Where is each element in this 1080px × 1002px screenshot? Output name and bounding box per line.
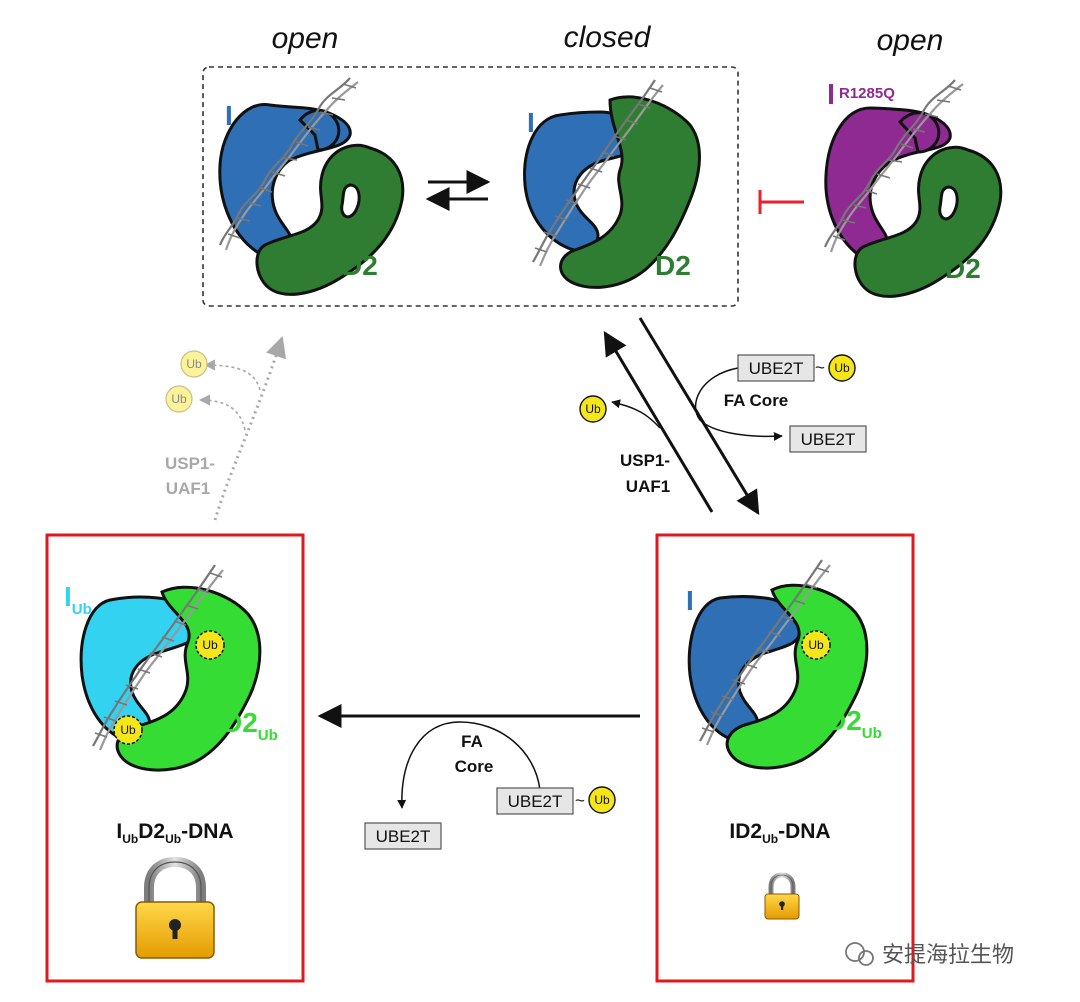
ub-faded-2 bbox=[165, 385, 193, 413]
arrow-ubiquitination bbox=[638, 317, 760, 516]
label-ficl-closed: I bbox=[527, 107, 535, 138]
fa-label: FA bbox=[461, 732, 483, 751]
svg-text:Ub: Ub bbox=[585, 402, 601, 416]
iub-d2ub-box bbox=[45, 533, 305, 983]
label-fancd2-ub-right: D2Ub bbox=[826, 705, 882, 742]
uaf1-label-faded: UAF1 bbox=[166, 479, 210, 498]
svg-text:~: ~ bbox=[575, 791, 585, 810]
arrow-deubiquitination bbox=[603, 330, 714, 513]
state-label-open-right: open bbox=[877, 24, 944, 57]
mutation-label: R1285Q bbox=[839, 85, 895, 102]
ube2t-ub-box-bottom bbox=[496, 787, 574, 815]
ube2t-box-released bbox=[789, 425, 867, 453]
fa-core-label: FA Core bbox=[724, 391, 789, 410]
svg-text:UBE2T: UBE2T bbox=[376, 827, 431, 846]
watermark-text: 安提海拉生物 bbox=[882, 943, 1014, 968]
label-ficl-ub: IUb bbox=[64, 581, 92, 618]
inhibition-symbol bbox=[758, 190, 804, 214]
ub-on-d2-right bbox=[801, 630, 831, 660]
id2ub-dna-label: ID2Ub-DNA bbox=[729, 820, 830, 846]
ub-charged-bottom bbox=[588, 786, 616, 814]
mutant-open-complex: R1285Q D2 bbox=[823, 79, 1003, 298]
dna-helix-id2ub bbox=[699, 559, 831, 746]
dna-helix-closed bbox=[532, 79, 664, 267]
svg-text:Ub: Ub bbox=[834, 361, 850, 375]
large-lock-icon bbox=[135, 856, 215, 959]
svg-text:Ub: Ub bbox=[186, 357, 202, 371]
ub-released bbox=[579, 395, 607, 423]
usp1-label: USP1- bbox=[620, 451, 670, 470]
iub-d2ub-dna-label: IUbD2Ub-DNA bbox=[116, 820, 233, 846]
svg-text:Ub: Ub bbox=[120, 723, 136, 737]
core-label: Core bbox=[455, 757, 494, 776]
svg-text:UBE2T: UBE2T bbox=[508, 792, 563, 811]
iub-d2ub-complex: Ub Ub IUb D2Ub bbox=[64, 564, 278, 772]
dna-helix-mutant bbox=[823, 79, 964, 253]
id2ub-complex: Ub I D2Ub bbox=[686, 559, 882, 770]
dna-helix-iub-d2ub bbox=[92, 564, 224, 751]
mutation-marker bbox=[829, 84, 833, 104]
label-fancd2-closed: D2 bbox=[655, 250, 691, 281]
label-fancd2-ub-left: D2Ub bbox=[222, 707, 278, 744]
label-ficl-id2ub: I bbox=[686, 585, 694, 616]
ubiquitination-step-arrows: Ub USP1- UAF1 UBE2T ~ Ub FA Core UBE2T bbox=[579, 317, 867, 516]
id2ub-box bbox=[655, 533, 915, 983]
label-ficl-open: I bbox=[225, 100, 233, 131]
ube2t-box-released-bottom bbox=[364, 822, 442, 850]
dna-helix-open-left bbox=[218, 77, 359, 251]
ube2t-ub-box-top bbox=[737, 354, 815, 382]
ub-charged-top bbox=[828, 354, 856, 382]
closed-id2-complex: I D2 bbox=[523, 79, 701, 289]
faded-deubiquitination-path: Ub Ub USP1- UAF1 bbox=[165, 336, 287, 521]
open-id2-complex: I D2 bbox=[218, 77, 405, 296]
svg-text:Ub: Ub bbox=[171, 392, 187, 406]
ub-on-d2-left bbox=[195, 630, 225, 660]
state-label-open-left: open bbox=[272, 22, 339, 55]
svg-text:Ub: Ub bbox=[808, 638, 824, 652]
equilibrium-box bbox=[202, 66, 739, 307]
second-ubiquitination-step: FA Core UBE2T ~ Ub UBE2T bbox=[317, 704, 640, 850]
label-fancd2-mutant: D2 bbox=[945, 253, 981, 284]
svg-text:~: ~ bbox=[815, 358, 825, 377]
svg-text:Ub: Ub bbox=[594, 793, 610, 807]
svg-text:UBE2T: UBE2T bbox=[801, 430, 856, 449]
ub-faded-1 bbox=[180, 350, 208, 378]
watermark: 安提海拉生物 bbox=[845, 942, 1014, 968]
svg-text:Ub: Ub bbox=[202, 638, 218, 652]
label-fancd2-open: D2 bbox=[342, 250, 378, 281]
usp1-label-faded: USP1- bbox=[165, 454, 215, 473]
state-label-closed: closed bbox=[564, 21, 652, 54]
svg-text:UBE2T: UBE2T bbox=[749, 359, 804, 378]
uaf1-label: UAF1 bbox=[626, 477, 670, 496]
ub-on-i-left bbox=[113, 715, 143, 745]
small-lock-icon bbox=[764, 872, 800, 920]
